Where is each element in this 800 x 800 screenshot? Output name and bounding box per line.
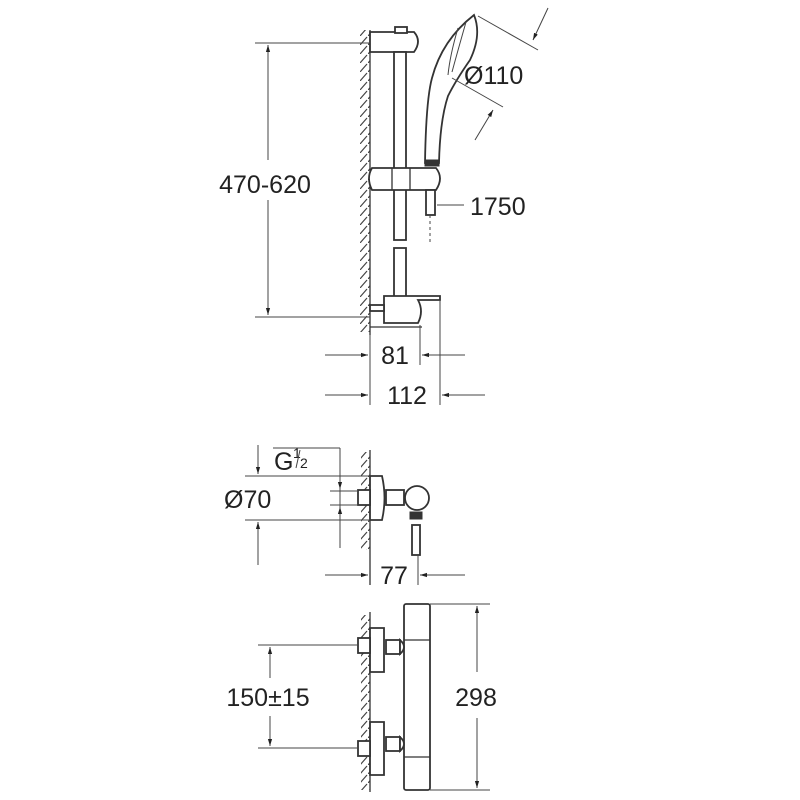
dim-hose-length: 1750 bbox=[470, 193, 526, 221]
dim-thread: G bbox=[274, 448, 293, 476]
dim-hand-shower-diameter: Ø110 bbox=[464, 62, 523, 90]
mixer-side-view: G 1 2 Ø70 77 bbox=[224, 445, 465, 590]
thermostat-body bbox=[403, 603, 431, 791]
hand-shower bbox=[424, 13, 479, 164]
dim-thread-den: 2 bbox=[300, 455, 308, 471]
dim-rail-depth-81: 81 bbox=[381, 342, 409, 370]
lower-connector bbox=[357, 721, 405, 776]
top-bracket bbox=[369, 31, 419, 53]
dim-mixer-projection: 77 bbox=[380, 562, 408, 590]
outlet-stub bbox=[411, 524, 421, 556]
escutcheon bbox=[369, 475, 386, 521]
hose-stub bbox=[425, 189, 436, 216]
mixer-front-view: 150±15 298 bbox=[226, 603, 497, 792]
dim-thread-num: 1 bbox=[293, 445, 301, 461]
dim-rail-height: 470-620 bbox=[219, 171, 311, 199]
rail-upper bbox=[393, 51, 407, 241]
bottom-bracket bbox=[383, 295, 441, 324]
dim-escutcheon-diameter: Ø70 bbox=[224, 486, 271, 514]
rail-lower bbox=[393, 247, 407, 299]
dim-mixer-length: 298 bbox=[455, 684, 497, 712]
dim-connection-spacing: 150±15 bbox=[226, 684, 309, 712]
wall-hatch bbox=[360, 30, 370, 332]
hand-shower-connector bbox=[424, 159, 440, 167]
connector-nut bbox=[357, 489, 371, 506]
top-bracket-cap bbox=[394, 26, 408, 34]
dim-rail-depth-112: 112 bbox=[387, 382, 427, 410]
upper-connector bbox=[357, 627, 405, 673]
mixer-body-circle bbox=[404, 485, 430, 511]
slider bbox=[368, 167, 441, 191]
shower-rail-view: 470-620 Ø110 1750 81 112 bbox=[219, 7, 549, 410]
